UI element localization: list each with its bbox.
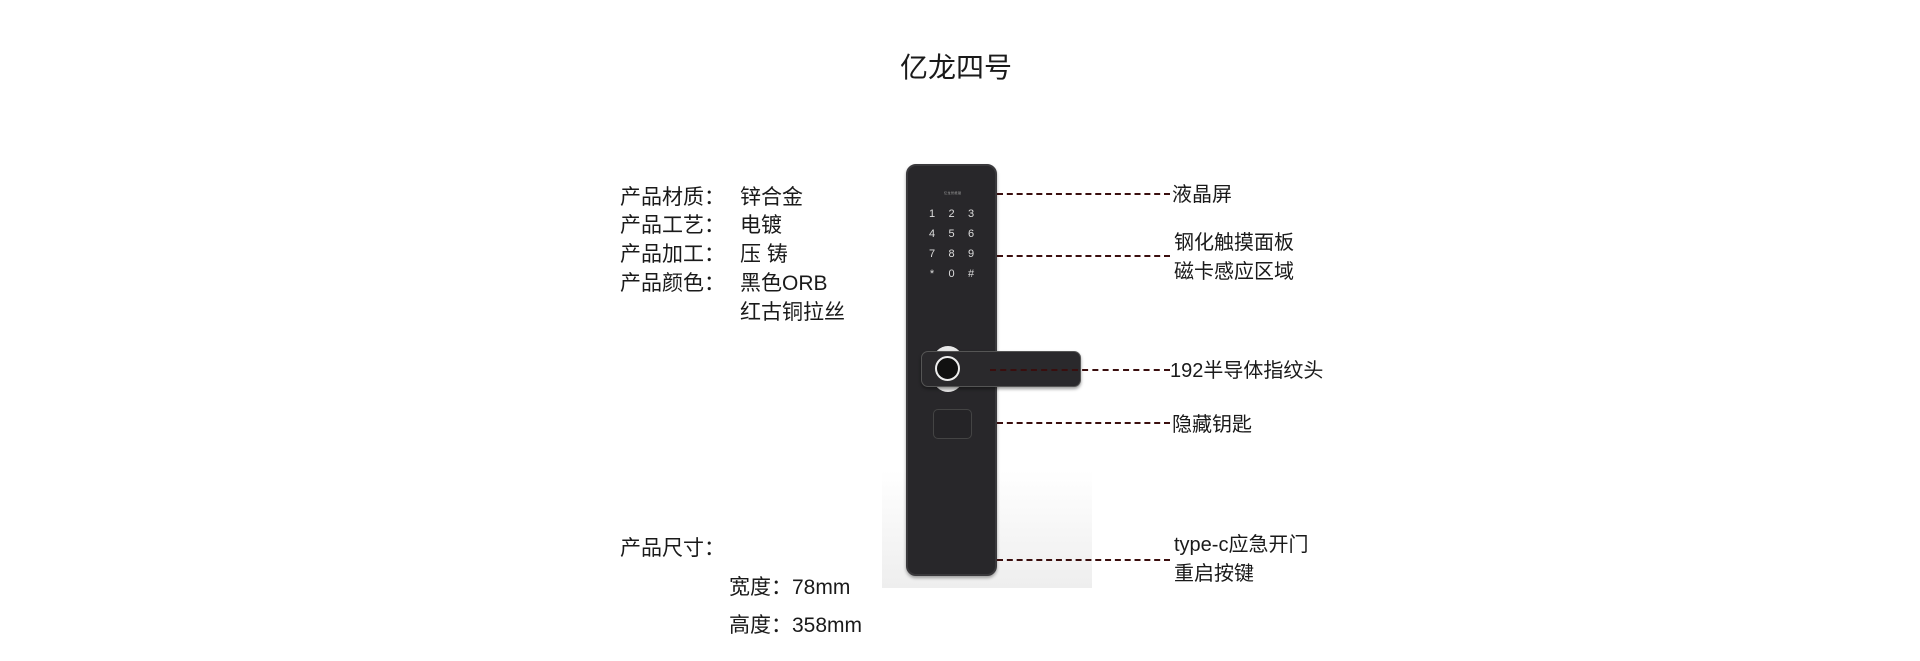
spec-height: 高度：358mm [729, 614, 863, 637]
keypad-key: 7 [928, 248, 936, 260]
keypad-key: 4 [928, 228, 936, 240]
spec-machining: 压 铸 [740, 243, 788, 266]
callout-panel-2: 磁卡感应区域 [1174, 261, 1294, 283]
keypad-key: 2 [948, 208, 955, 220]
fingerprint-sensor-icon [935, 356, 960, 381]
leader-line-key [997, 422, 1170, 424]
keypad-key: * [929, 268, 935, 280]
spec-material: 锌合金 [740, 186, 803, 209]
page-title: 亿龙四号 [899, 52, 1012, 83]
spec-process: 电镀 [740, 214, 782, 237]
callout-typec-2: 重启按键 [1174, 563, 1254, 585]
callout-lcd: 液晶屏 [1172, 184, 1232, 206]
keypad-key: 5 [948, 228, 955, 240]
keypad-key: 0 [948, 268, 955, 280]
leader-line-typec [997, 559, 1170, 561]
leader-line-panel [997, 255, 1170, 257]
keypad-key: 8 [948, 248, 955, 260]
leader-line-lcd [997, 193, 1170, 195]
callout-typec-1: type-c应急开门 [1174, 534, 1309, 556]
spec-material-label: 产品材质： [620, 186, 725, 209]
lcd-screen-text: 亿龙智能锁 [944, 191, 962, 195]
spec-width: 宽度：78mm [729, 576, 851, 599]
spec-color-1: 黑色ORB [740, 272, 828, 295]
keypad-key: 6 [967, 228, 975, 240]
callout-fingerprint: 192半导体指纹头 [1170, 360, 1324, 382]
leader-line-fingerprint [990, 369, 1170, 371]
keypad-key: 1 [928, 208, 936, 220]
spec-process-label: 产品工艺： [620, 214, 725, 237]
spec-machining-label: 产品加工： [620, 243, 725, 266]
spec-size-label: 产品尺寸： [620, 537, 725, 560]
keypad-key: # [967, 268, 975, 280]
callout-key: 隐藏钥匙 [1172, 414, 1252, 436]
spec-color-2: 红古铜拉丝 [740, 301, 845, 324]
spec-color-label: 产品颜色： [620, 272, 725, 295]
keypad-key: 9 [967, 248, 975, 260]
keypad-key: 3 [967, 208, 975, 220]
callout-panel-1: 钢化触摸面板 [1174, 232, 1294, 254]
hidden-key-cover [933, 409, 972, 439]
